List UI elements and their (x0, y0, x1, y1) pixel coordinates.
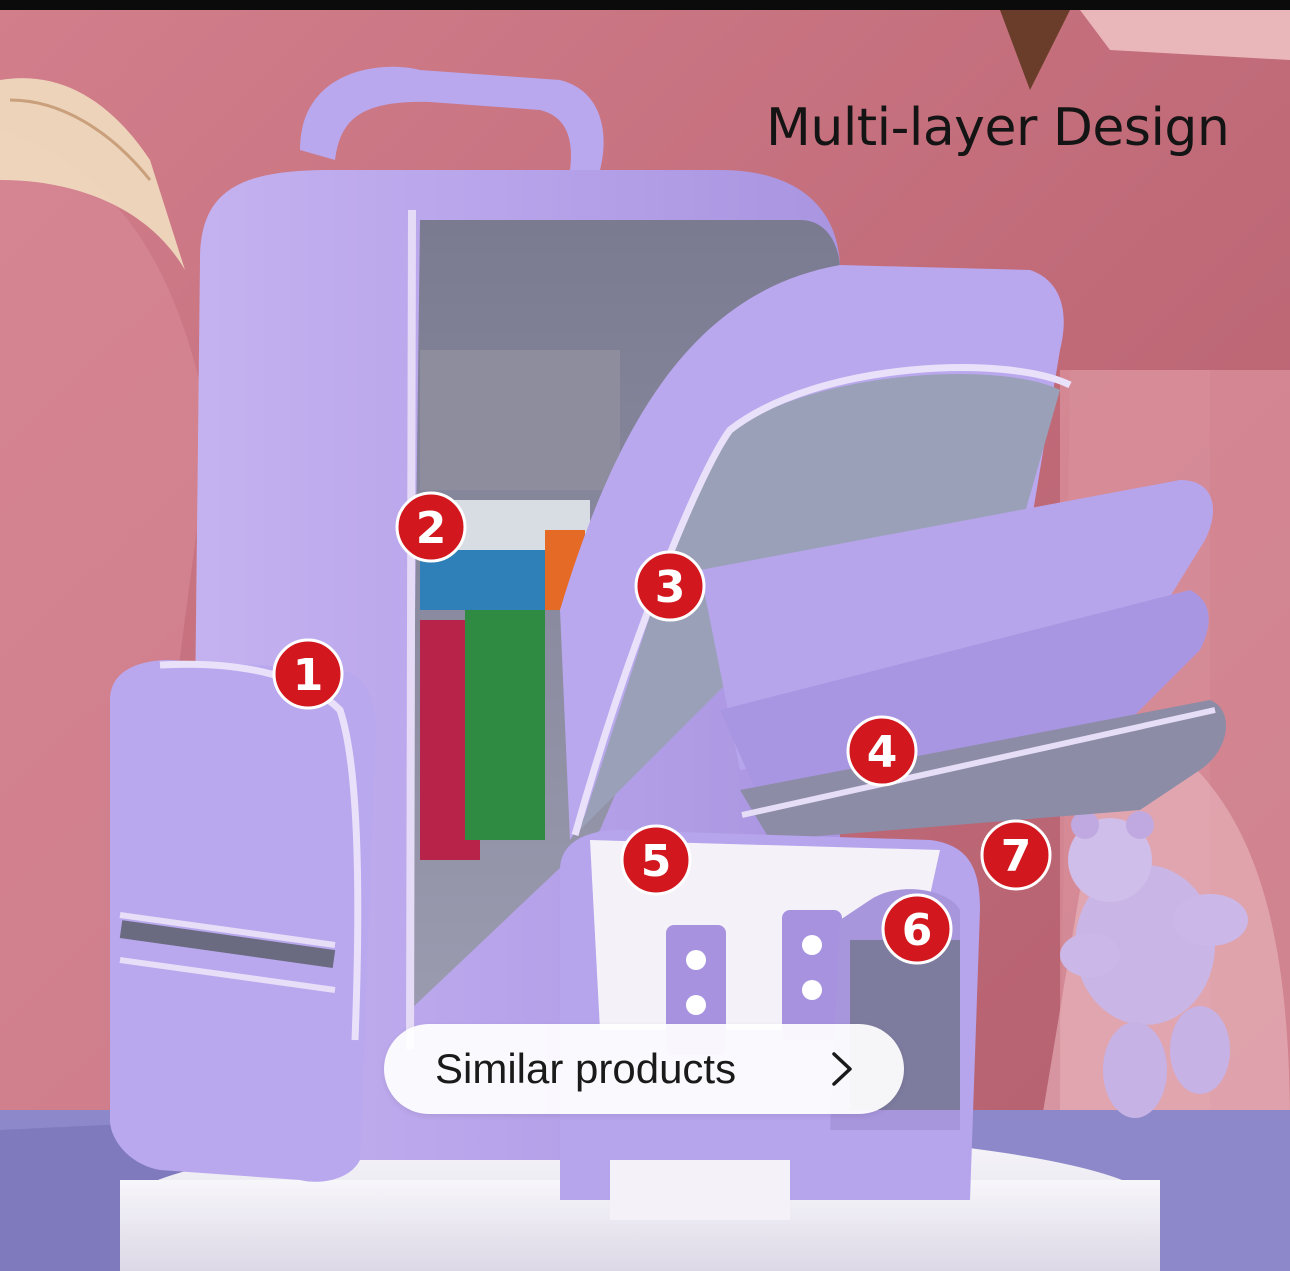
backpack (110, 66, 1227, 1220)
badge-4: 4 (846, 715, 918, 787)
svg-text:6: 6 (902, 905, 933, 956)
similar-products-label: Similar products (435, 1045, 737, 1092)
chevron-right-icon (832, 1052, 852, 1086)
badge-5: 5 (620, 824, 692, 896)
status-bar (0, 0, 1290, 10)
badge-3: 3 (634, 550, 706, 622)
badge-6: 6 (881, 893, 953, 965)
teddy-bear-charm (1060, 811, 1248, 1118)
headline: Multi-layer Design (766, 98, 1230, 158)
flying-book-right (1000, 10, 1290, 90)
svg-text:7: 7 (1001, 831, 1032, 882)
badge-1: 1 (272, 638, 344, 710)
badge-7: 7 (980, 819, 1052, 891)
svg-text:1: 1 (293, 650, 324, 701)
svg-text:3: 3 (655, 562, 686, 613)
similar-products-button[interactable]: Similar products (384, 1024, 904, 1114)
svg-text:2: 2 (416, 503, 447, 554)
svg-text:4: 4 (867, 727, 898, 778)
flying-book-left (0, 78, 185, 270)
svg-text:5: 5 (641, 836, 672, 887)
badge-2: 2 (395, 491, 467, 563)
product-photo: 1 2 3 4 5 6 7 (0, 10, 1290, 1271)
